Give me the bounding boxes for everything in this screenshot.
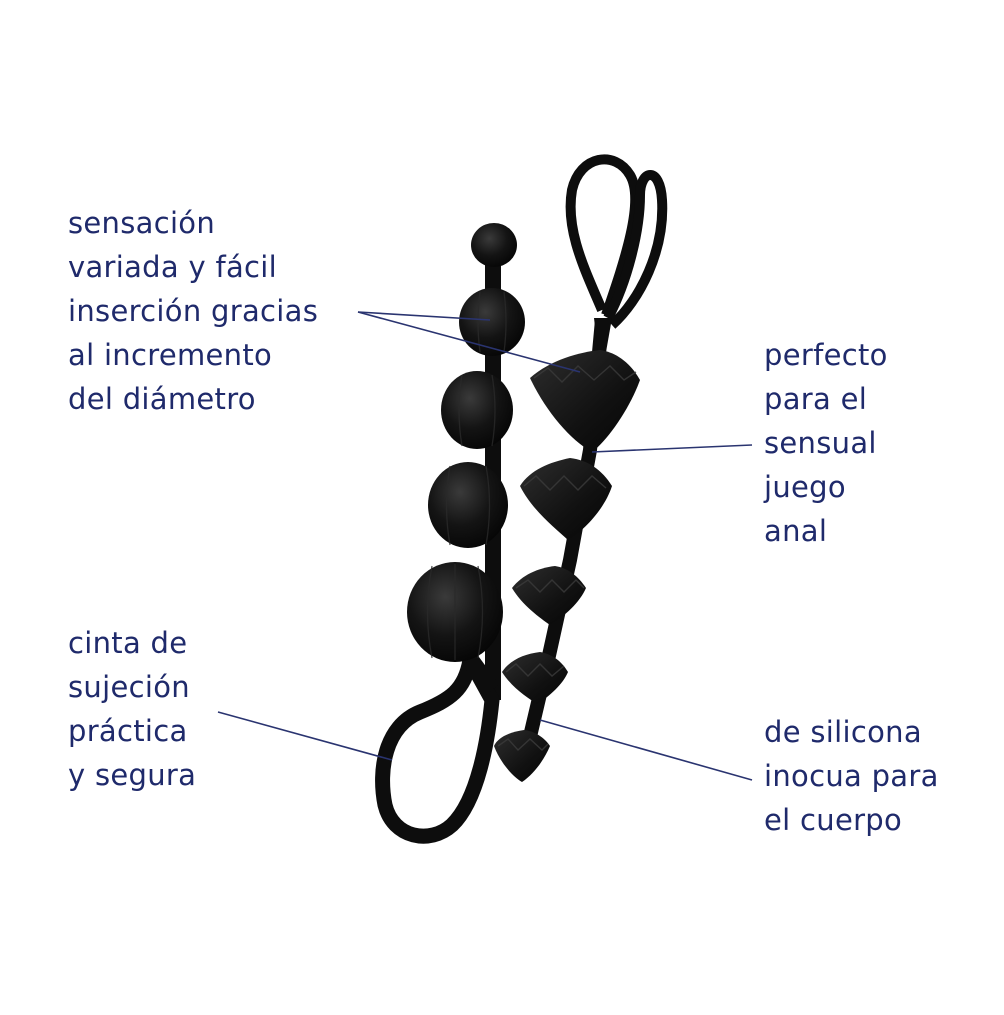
leader-lines	[217, 311, 753, 781]
round-bead-2	[459, 288, 525, 356]
callout-line: perfecto	[764, 338, 888, 372]
diamond-bead-5	[494, 730, 550, 782]
callout-line: de silicona	[764, 715, 922, 749]
diamond-bead-1	[530, 350, 640, 452]
round-bead-1	[471, 223, 517, 267]
leader-line-top-left-a	[357, 311, 491, 321]
diamond-bead-2	[520, 458, 612, 540]
callout-line: del diámetro	[68, 382, 256, 416]
diamond-bead-4	[502, 652, 568, 704]
callout-line: inserción gracias	[68, 294, 319, 328]
callout-line: variada y fácil	[68, 250, 278, 284]
diamond-bead-3	[512, 566, 586, 625]
callout-line: inocua para	[764, 759, 939, 793]
callout-line: y segura	[68, 758, 197, 792]
callout-body-safe-silicone: de silicona inocua para el cuerpo	[764, 710, 939, 842]
callout-gradual-diameter: sensación variada y fácil inserción grac…	[68, 201, 318, 421]
callout-line: cinta de	[68, 626, 188, 660]
round-bead-4	[428, 462, 508, 548]
callout-anal-play: perfecto para el sensual juego anal	[764, 333, 888, 553]
round-bead-3	[441, 371, 513, 449]
hanging-loop-2	[603, 170, 668, 329]
leader-line-bottom-left	[217, 711, 393, 761]
callout-line: anal	[764, 514, 828, 548]
retrieval-loop	[375, 652, 500, 844]
leader-line-bottom-right	[539, 719, 753, 781]
hanging-loop-1	[565, 154, 641, 317]
callout-line: sensación	[68, 206, 216, 240]
leader-line-top-right	[591, 444, 753, 453]
callout-line: sujeción	[68, 670, 190, 704]
round-beads-string	[375, 223, 525, 844]
callout-line: juego	[764, 470, 846, 504]
callout-line: al incremento	[68, 338, 273, 372]
callout-line: práctica	[68, 714, 188, 748]
leader-line-top-left-b	[357, 311, 581, 373]
callout-line: el cuerpo	[764, 803, 903, 837]
diamond-beads-string	[494, 154, 668, 782]
callout-line: para el	[764, 382, 868, 416]
callout-retrieval-loop: cinta de sujeción práctica y segura	[68, 621, 196, 797]
callout-line: sensual	[764, 426, 877, 460]
